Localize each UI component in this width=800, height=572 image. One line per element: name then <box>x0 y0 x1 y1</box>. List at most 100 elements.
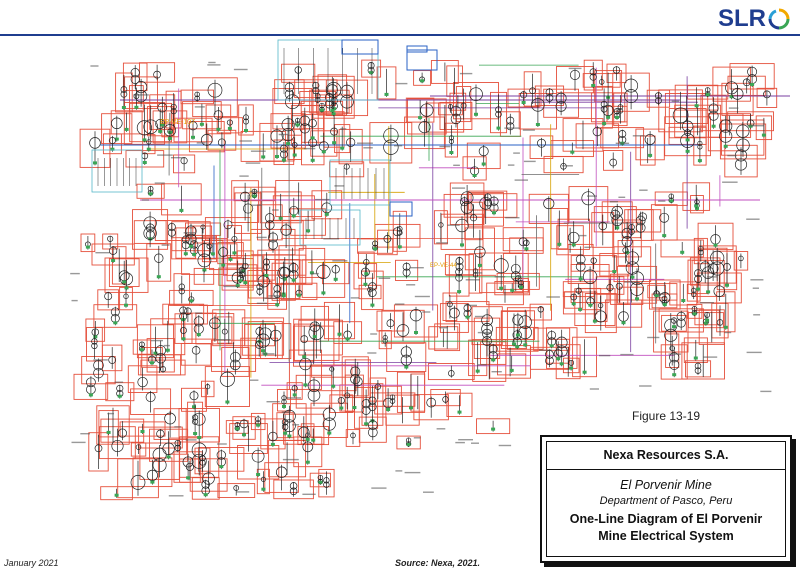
annotation-text <box>423 491 434 493</box>
annotation-text <box>196 142 206 144</box>
annotation-text <box>357 142 373 144</box>
equipment-box <box>495 326 539 352</box>
annotation-text <box>161 244 170 246</box>
equipment-blocks <box>73 59 778 501</box>
equipment-box <box>290 208 326 236</box>
motor-symbol <box>332 107 337 111</box>
annotation-text <box>728 107 739 109</box>
equipment-box <box>665 333 680 368</box>
motor-symbol <box>723 325 728 329</box>
equipment-box <box>599 253 630 277</box>
equipment-box <box>221 347 250 377</box>
equipment-box <box>361 59 382 78</box>
annotation-text <box>414 295 430 298</box>
motor-symbol <box>235 427 240 431</box>
annotation-text <box>170 157 185 159</box>
motor-symbol <box>192 252 197 256</box>
equipment-box <box>686 283 701 302</box>
annotation-text <box>447 224 460 226</box>
equipment-box <box>442 292 458 321</box>
mine-name: El Porvenir Mine <box>620 478 712 492</box>
motor-symbol <box>238 279 243 283</box>
equipment-box <box>268 439 307 478</box>
motor-symbol <box>693 356 698 360</box>
annotation-text <box>514 179 528 181</box>
equipment-box <box>562 118 604 152</box>
annotation-text <box>334 185 345 187</box>
equipment-box <box>286 382 303 400</box>
annotation-text <box>261 353 275 355</box>
equipment-box <box>445 301 490 323</box>
motor-symbol <box>602 122 607 126</box>
motor-symbol <box>235 284 240 288</box>
equipment-box <box>132 457 173 488</box>
motor-symbol <box>559 362 564 366</box>
motor-symbol <box>124 127 129 131</box>
annotation-text <box>746 218 760 220</box>
motor-symbol <box>167 136 172 140</box>
annotation-text <box>531 101 540 104</box>
equipment-box <box>653 310 689 353</box>
motor-symbol <box>146 147 151 151</box>
motor-symbol <box>725 283 729 287</box>
equipment-box <box>267 274 287 310</box>
equipment-box <box>345 429 361 447</box>
equipment-box <box>480 341 507 365</box>
motor-symbol <box>227 126 232 130</box>
motor-symbol <box>535 123 540 126</box>
equipment-box <box>470 193 518 218</box>
equipment-box <box>153 408 187 440</box>
motor-symbol <box>189 244 193 248</box>
equipment-box <box>358 416 387 443</box>
motor-symbol <box>705 93 710 97</box>
motor-symbol <box>261 155 266 159</box>
equipment-box <box>125 150 165 168</box>
motor-symbol <box>261 487 266 491</box>
figure-label: Figure 13-19 <box>632 409 701 423</box>
equipment-box <box>443 193 486 218</box>
equipment-box <box>216 117 243 134</box>
annotation-text <box>157 154 173 156</box>
motor-symbol <box>310 136 315 140</box>
annotation-text <box>90 65 99 67</box>
annotation-text <box>618 196 626 198</box>
motor-symbol <box>278 216 283 220</box>
equipment-box <box>427 363 475 381</box>
equipment-box <box>528 193 569 224</box>
switchgear-panels <box>91 39 391 246</box>
motor-symbol <box>697 159 702 163</box>
annotation-text <box>668 353 681 355</box>
title-block: Nexa Resources S.A. El Porvenir Mine Dep… <box>540 435 792 563</box>
annotation-text <box>639 385 652 387</box>
motor-symbol <box>588 303 593 307</box>
motor-symbol <box>331 112 336 116</box>
legend-box <box>406 49 438 71</box>
slr-logo: SLR <box>718 6 790 32</box>
annotation-text <box>168 495 184 497</box>
equipment-box <box>649 279 681 310</box>
equipment-box <box>85 318 106 342</box>
annotation-text <box>568 67 582 70</box>
equipment-box <box>612 219 642 258</box>
annotation-text <box>498 444 512 447</box>
motor-symbol <box>93 161 97 165</box>
equipment-box <box>404 116 445 150</box>
equipment-box <box>660 344 688 380</box>
annotation-text <box>80 433 90 435</box>
legend-box <box>406 45 428 53</box>
annotation-text <box>233 68 248 71</box>
motor-symbol <box>216 127 221 131</box>
motor-symbol <box>578 307 583 311</box>
equipment-box <box>273 479 314 500</box>
motor-symbol <box>158 129 163 133</box>
motor-symbol <box>321 291 326 295</box>
motor-symbol <box>414 331 418 334</box>
annotation-text <box>671 100 680 102</box>
equipment-box <box>130 388 172 415</box>
annotation-text <box>245 162 261 164</box>
annotation-text <box>609 201 618 203</box>
department: Department of Pasco, Peru <box>599 495 733 507</box>
motor-symbol <box>524 247 529 251</box>
equipment-box <box>273 139 295 166</box>
motor-symbol <box>761 133 766 137</box>
